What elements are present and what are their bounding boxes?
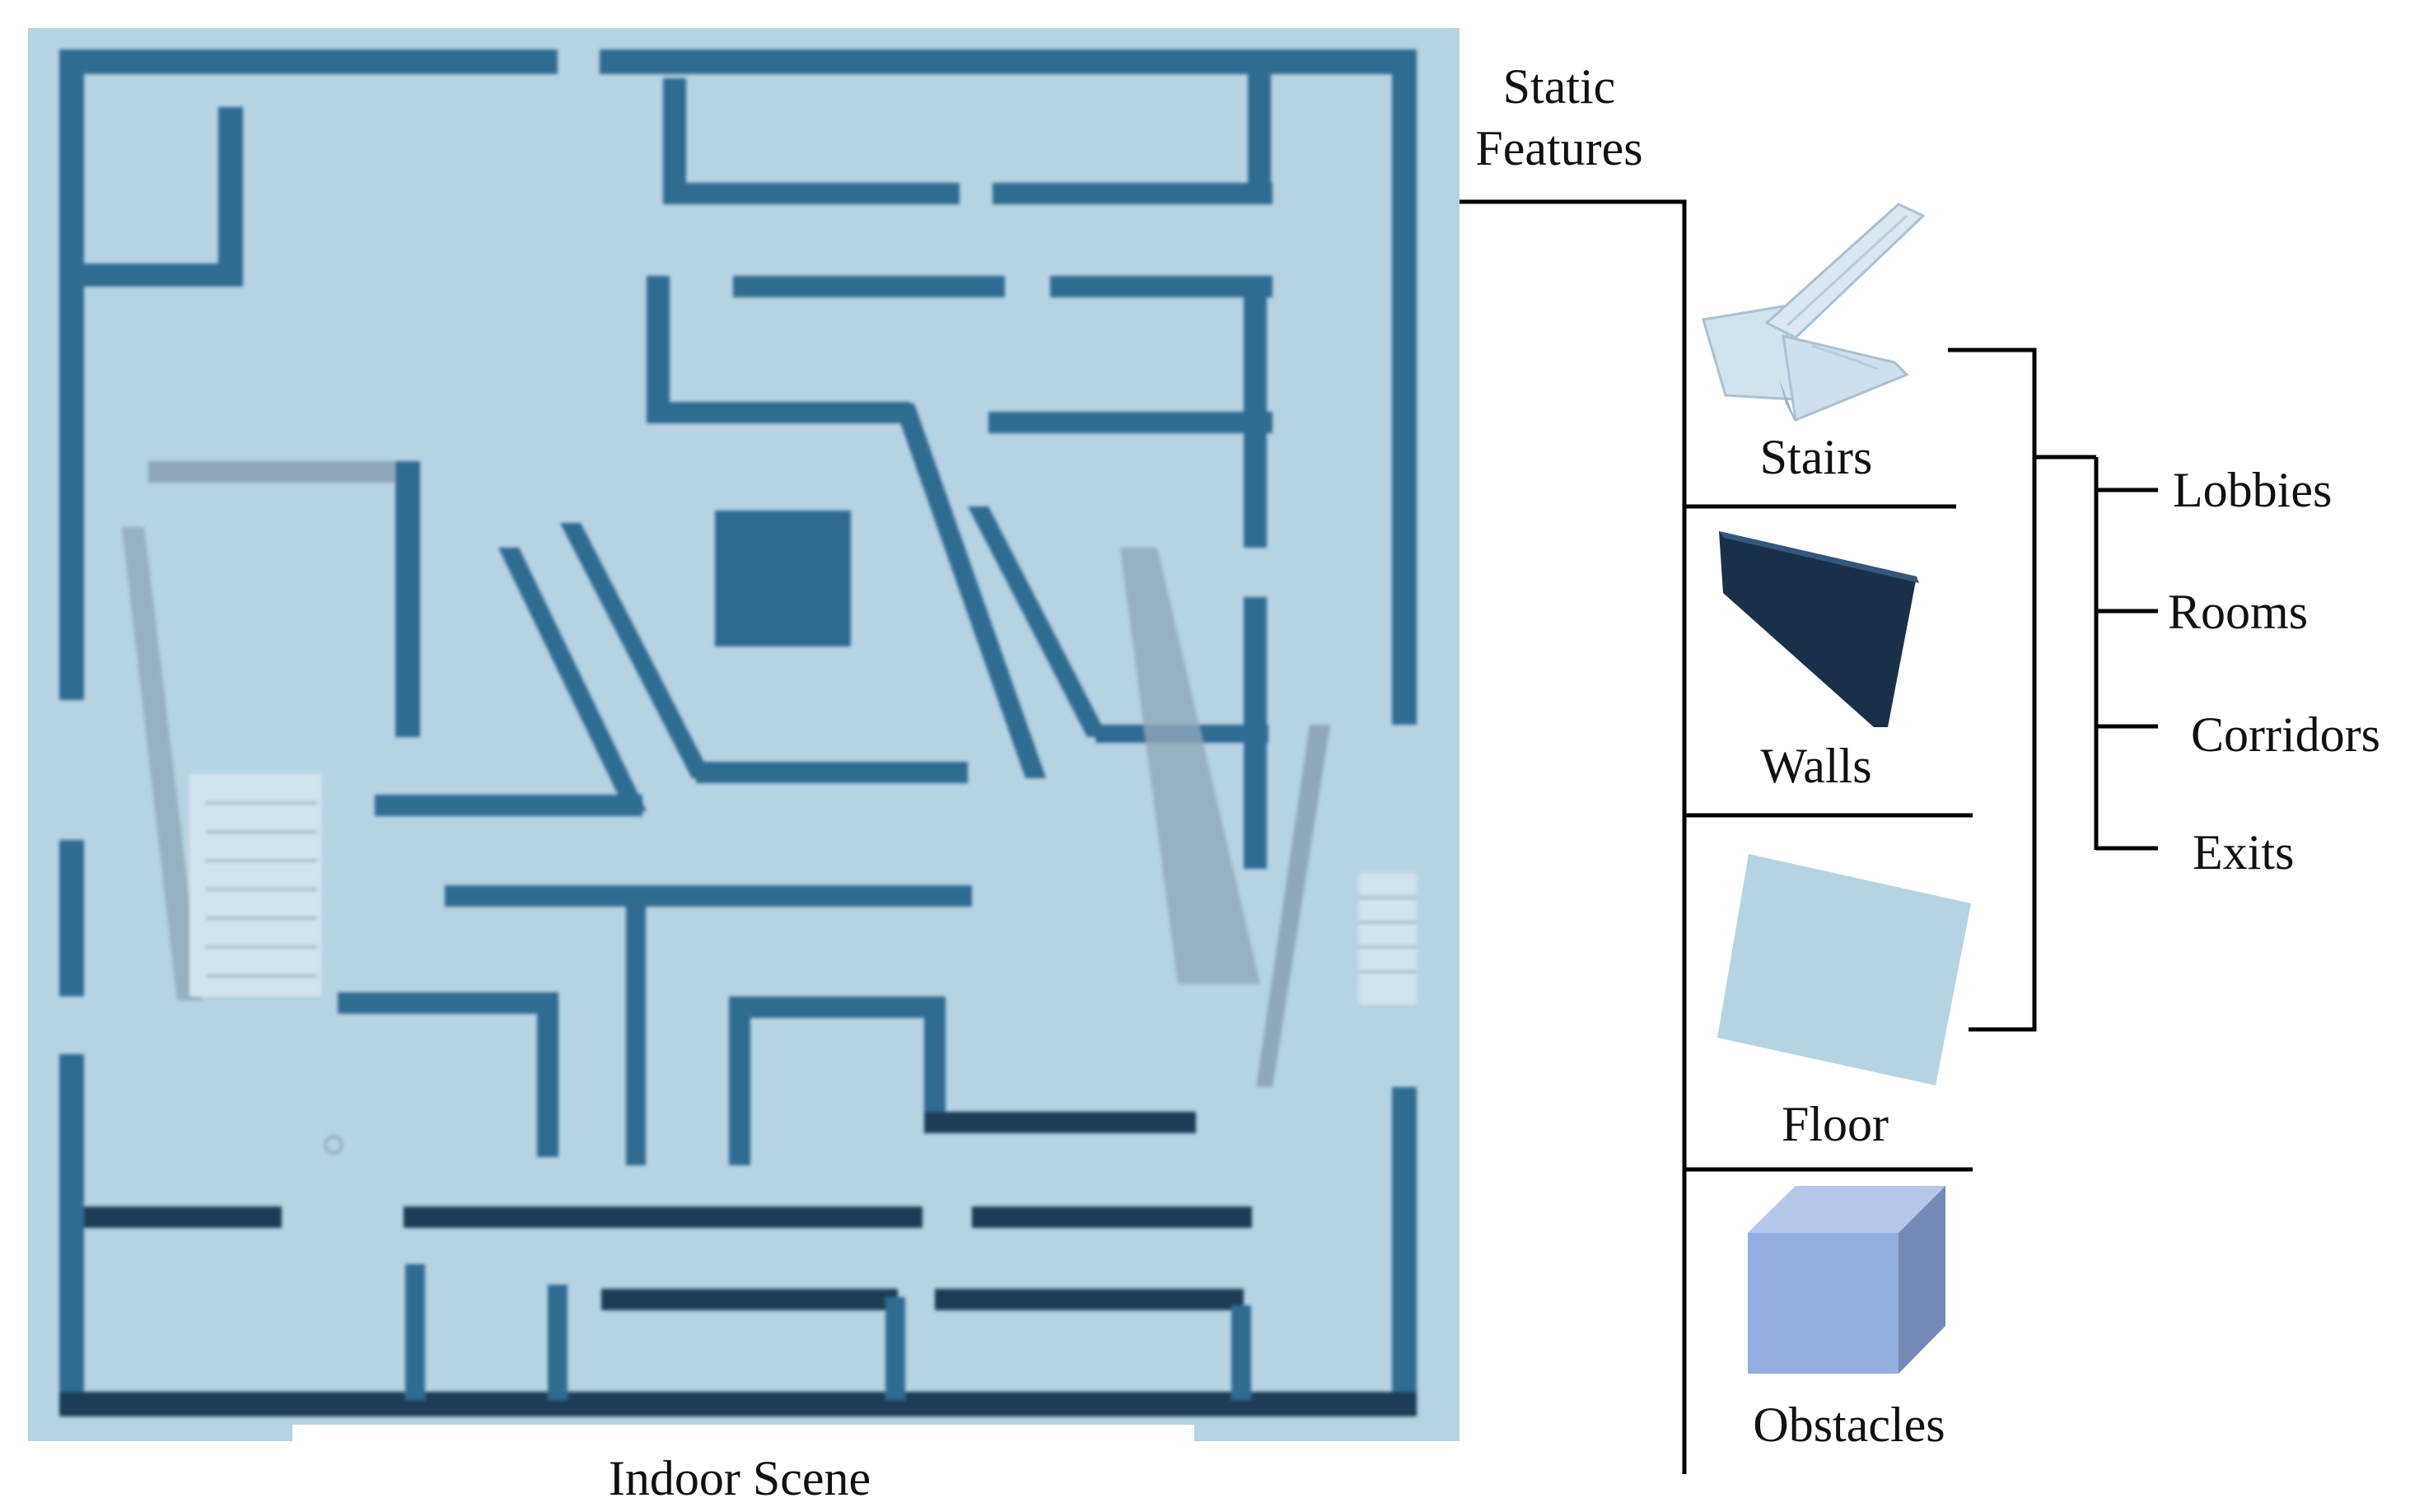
feature-tree-lines (1460, 199, 2158, 1474)
cube-icon (1748, 1186, 1945, 1374)
label-obstacles: Obstacles (1753, 1398, 1945, 1452)
stairs-icon (1702, 203, 1926, 422)
label-indoor-scene: Indoor Scene (609, 1451, 871, 1505)
indoor-scene-map (28, 28, 1460, 1444)
floor-icon (1717, 854, 1971, 1085)
label-exits: Exits (2193, 825, 2294, 880)
scene-bottom-gap (292, 1425, 1194, 1444)
wall-icon (1719, 531, 1919, 727)
label-walls: Walls (1760, 739, 1871, 793)
label-floor: Floor (1782, 1097, 1889, 1151)
label-lobbies: Lobbies (2173, 463, 2332, 517)
label-static-features-line1: Static (1503, 59, 1616, 114)
scene-walls (59, 49, 1417, 1416)
label-rooms: Rooms (2168, 585, 2308, 639)
label-corridors: Corridors (2191, 707, 2380, 762)
label-stairs: Stairs (1760, 430, 1873, 484)
label-static-features-line2: Features (1475, 121, 1642, 175)
